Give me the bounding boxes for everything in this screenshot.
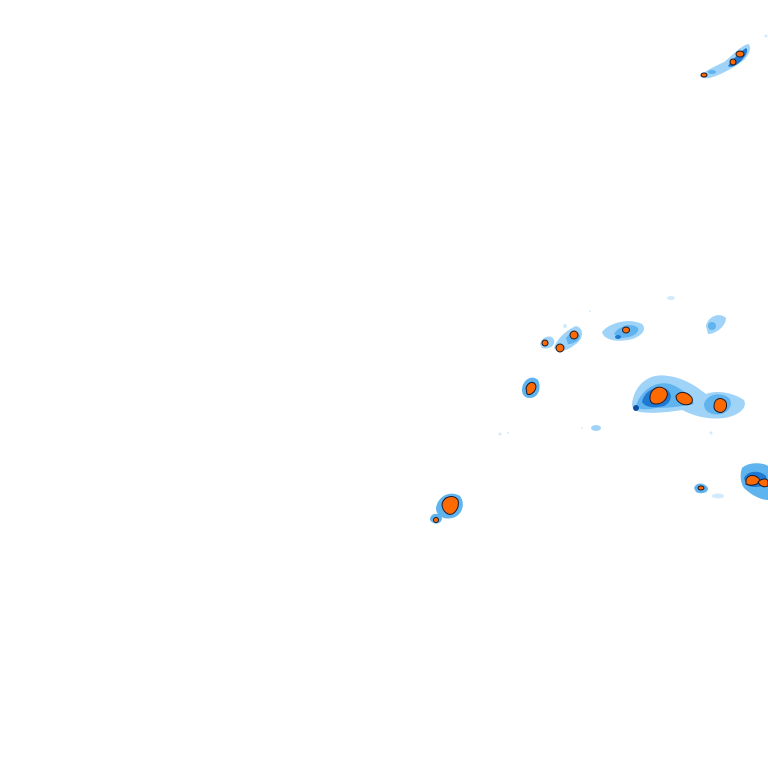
precip-cell-southwest (430, 493, 463, 524)
precip-cell-mid-upper (540, 324, 582, 353)
precip-speckles (498, 296, 713, 436)
precip-cell-east-upper (602, 321, 645, 341)
precip-cell-main-east (632, 375, 745, 419)
precip-cell-west-mid (522, 377, 540, 398)
precip-cell-east-edge (740, 463, 768, 500)
precip-cell-far-east-upper (706, 315, 726, 334)
precip-cell-southeast-small (694, 483, 724, 499)
precip-cell-top-right (700, 34, 768, 79)
